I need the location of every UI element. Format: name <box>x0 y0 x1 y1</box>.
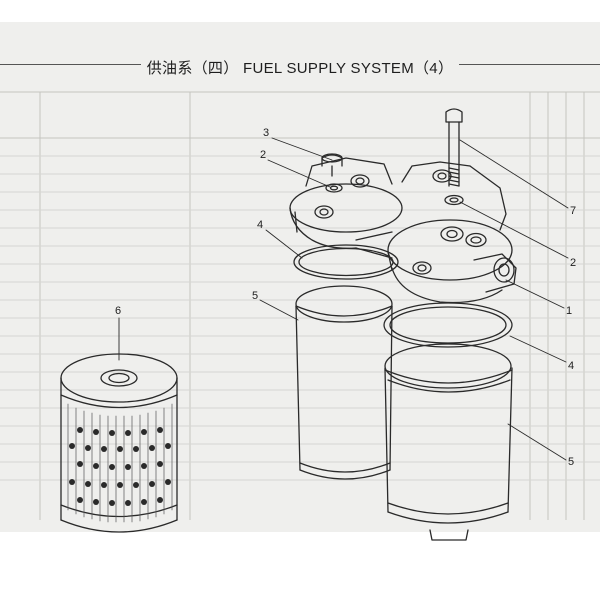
callout-4-left: 4 <box>257 219 264 231</box>
callout-2-left: 2 <box>260 149 267 161</box>
left-o-ring <box>293 244 399 280</box>
left-washer <box>325 183 343 193</box>
callout-3: 3 <box>263 127 270 139</box>
callout-5-right: 5 <box>568 456 575 468</box>
filter-element <box>60 353 178 533</box>
right-filter-can <box>384 343 513 541</box>
callout-5-left: 5 <box>252 290 259 302</box>
bleed-screw <box>321 153 343 177</box>
callout-1: 1 <box>566 305 573 317</box>
filter-head-housing <box>289 157 517 304</box>
left-filter-can <box>295 285 393 480</box>
center-bolt <box>445 108 463 187</box>
page-title: 供油系（四） FUEL SUPPLY SYSTEM（4） <box>0 57 600 78</box>
right-washer <box>444 194 464 206</box>
leader-lines <box>118 137 569 461</box>
callout-7: 7 <box>570 205 577 217</box>
filter-element-perforations <box>69 427 171 506</box>
callout-2-right: 2 <box>570 257 577 269</box>
callout-4-right: 4 <box>568 360 575 372</box>
callout-6: 6 <box>115 305 122 317</box>
right-o-ring <box>383 302 513 348</box>
